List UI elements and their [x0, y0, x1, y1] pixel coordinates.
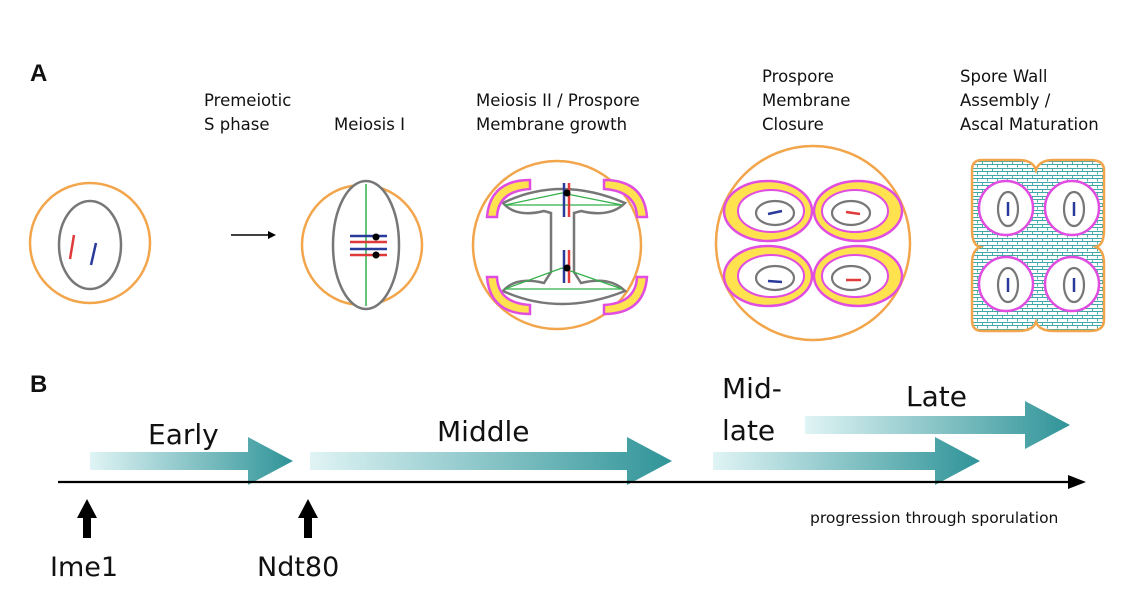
- early-label: Early: [148, 418, 219, 451]
- midlate-phase-arrow: [713, 437, 980, 485]
- midlate-label-line2: late: [722, 414, 775, 447]
- ndt80-marker-arrow-icon: [298, 499, 318, 538]
- stage-label-meiosis-2: Meiosis II / Prospore Membrane growth: [476, 91, 640, 134]
- transition-arrow-icon: [231, 231, 276, 239]
- stage-label-spore-wall: Spore Wall Assembly / Ascal Maturation: [960, 67, 1099, 134]
- panel-a-label: A: [30, 60, 47, 87]
- stage-label-prospore-closure: Prospore Membrane Closure: [762, 67, 850, 134]
- ime1-marker-arrow-icon: [77, 499, 97, 538]
- middle-phase-arrow: [310, 437, 672, 485]
- svg-text:Meiosis II / Prospore: Meiosis II / Prospore: [476, 91, 640, 110]
- late-phase-arrow: [805, 401, 1070, 449]
- late-label: Late: [906, 380, 967, 413]
- svg-text:Membrane: Membrane: [762, 91, 850, 110]
- ime1-label: Ime1: [50, 552, 118, 583]
- svg-text:Meiosis I: Meiosis I: [334, 115, 405, 134]
- svg-text:Spore Wall: Spore Wall: [960, 67, 1047, 86]
- panel-b-label: B: [30, 371, 47, 398]
- svg-text:Membrane growth: Membrane growth: [476, 115, 627, 134]
- svg-text:Assembly /: Assembly /: [960, 91, 1051, 110]
- timeline-axis-label: progression through sporulation: [810, 509, 1058, 527]
- midlate-label-line1: Mid-: [722, 372, 782, 405]
- svg-text:Premeiotic: Premeiotic: [204, 91, 291, 110]
- cell-spore-wall: [970, 158, 1106, 333]
- stage-label-premeiotic: Premeiotic S phase: [204, 91, 291, 134]
- cell-meiosis-1: [300, 179, 424, 311]
- ndt80-label: Ndt80: [257, 552, 339, 583]
- timeline-axis: [58, 475, 1086, 489]
- svg-text:S phase: S phase: [204, 115, 270, 134]
- middle-label: Middle: [437, 415, 530, 448]
- svg-text:Closure: Closure: [762, 115, 824, 134]
- early-phase-arrow: [90, 437, 293, 485]
- cell-meiosis-2: [471, 159, 649, 331]
- svg-text:Ascal Maturation: Ascal Maturation: [960, 115, 1099, 134]
- svg-text:Prospore: Prospore: [762, 67, 834, 86]
- cell-premeiotic: [28, 181, 152, 305]
- stage-label-meiosis-1: Meiosis I: [334, 115, 405, 134]
- cell-prospore-closure: [714, 144, 912, 342]
